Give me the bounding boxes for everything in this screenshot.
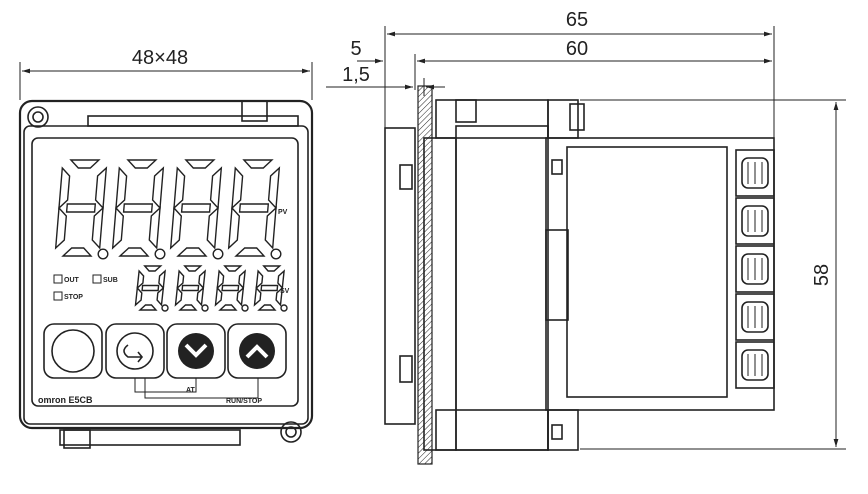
adapter-bottom [435,409,549,451]
up-key-button[interactable] [227,323,287,379]
terminal-cover [566,146,728,398]
indicator-sub: SUB [92,274,118,284]
front-bezel [18,99,314,430]
at-label: AT [186,387,196,394]
terminal-screw-icon [735,293,775,341]
dimension-front-width: 48×48 [19,47,313,100]
sv-display [134,265,288,312]
housing-rear [545,137,775,411]
front-offset-label: 5 [350,38,361,60]
front-view: 48×48 PV SV OUT [18,47,314,449]
depth-total-label: 65 [566,9,588,31]
screw-bottom-right-icon [280,421,302,443]
level-key-button[interactable] [105,323,165,379]
pv-display [54,159,282,260]
dimension-65: 65 [384,9,775,138]
dimension-58: 58 [580,99,846,450]
seven-segment-digit [134,265,169,312]
front-frame [23,125,309,425]
screw-top-left-icon [27,106,49,128]
seven-segment-digit [111,159,166,260]
seven-segment-digit [169,159,224,260]
seven-segment-digit [174,265,209,312]
adapter-top-step [455,99,477,123]
adapter-top [435,99,549,139]
indicator-stop: STOP [53,291,83,301]
housing-front [455,125,549,451]
seven-segment-digit [54,159,109,260]
run-stop-label: RUN/STOP [226,398,262,405]
svg-text:SUB: SUB [103,277,118,284]
side-bezel [384,127,416,425]
terminal-screw-icon [735,341,775,389]
bottom-latch [59,429,241,446]
terminal-block [735,149,775,389]
bottom-notch [551,424,563,440]
bottom-clip [63,429,91,449]
front-width-label: 48×48 [132,47,188,69]
side-view: 65 60 5 1,5 58 [326,9,846,465]
depth-body-label: 60 [566,38,588,60]
svg-text:STOP: STOP [64,294,83,301]
indicator-out: OUT [53,274,80,284]
dimension-5: 5 [350,38,383,64]
dimension-60: 60 [414,38,772,90]
side-bezel-tab-top [399,164,413,190]
display-window [31,137,299,407]
pv-label: PV [278,209,288,216]
top-hook-screw [569,103,585,131]
chevron-down-icon [184,343,208,358]
svg-text:OUT: OUT [64,277,80,284]
terminal-screw-icon [735,149,775,197]
return-arrow-icon [123,344,144,363]
seven-segment-digit [253,265,288,312]
side-notch [551,159,563,175]
top-hook [547,99,579,139]
terminal-screw-icon [735,245,775,293]
mode-key-button[interactable] [43,323,103,379]
panel-thickness-label: 1,5 [342,64,370,86]
terminal-screw-icon [735,197,775,245]
bottom-hook [547,409,579,451]
seven-segment-digit [214,265,249,312]
mounting-panel [417,85,433,465]
down-key-button[interactable] [166,323,226,379]
top-clip [241,100,268,122]
height-label: 58 [811,264,833,286]
side-bezel-tab-bottom [399,355,413,383]
key-bracket-lines [134,378,259,399]
seven-segment-digit [227,159,282,260]
brand-label: omron E5CB [38,395,93,405]
housing-latch [545,229,569,321]
chevron-up-icon [245,344,269,359]
sv-label: SV [280,288,290,295]
